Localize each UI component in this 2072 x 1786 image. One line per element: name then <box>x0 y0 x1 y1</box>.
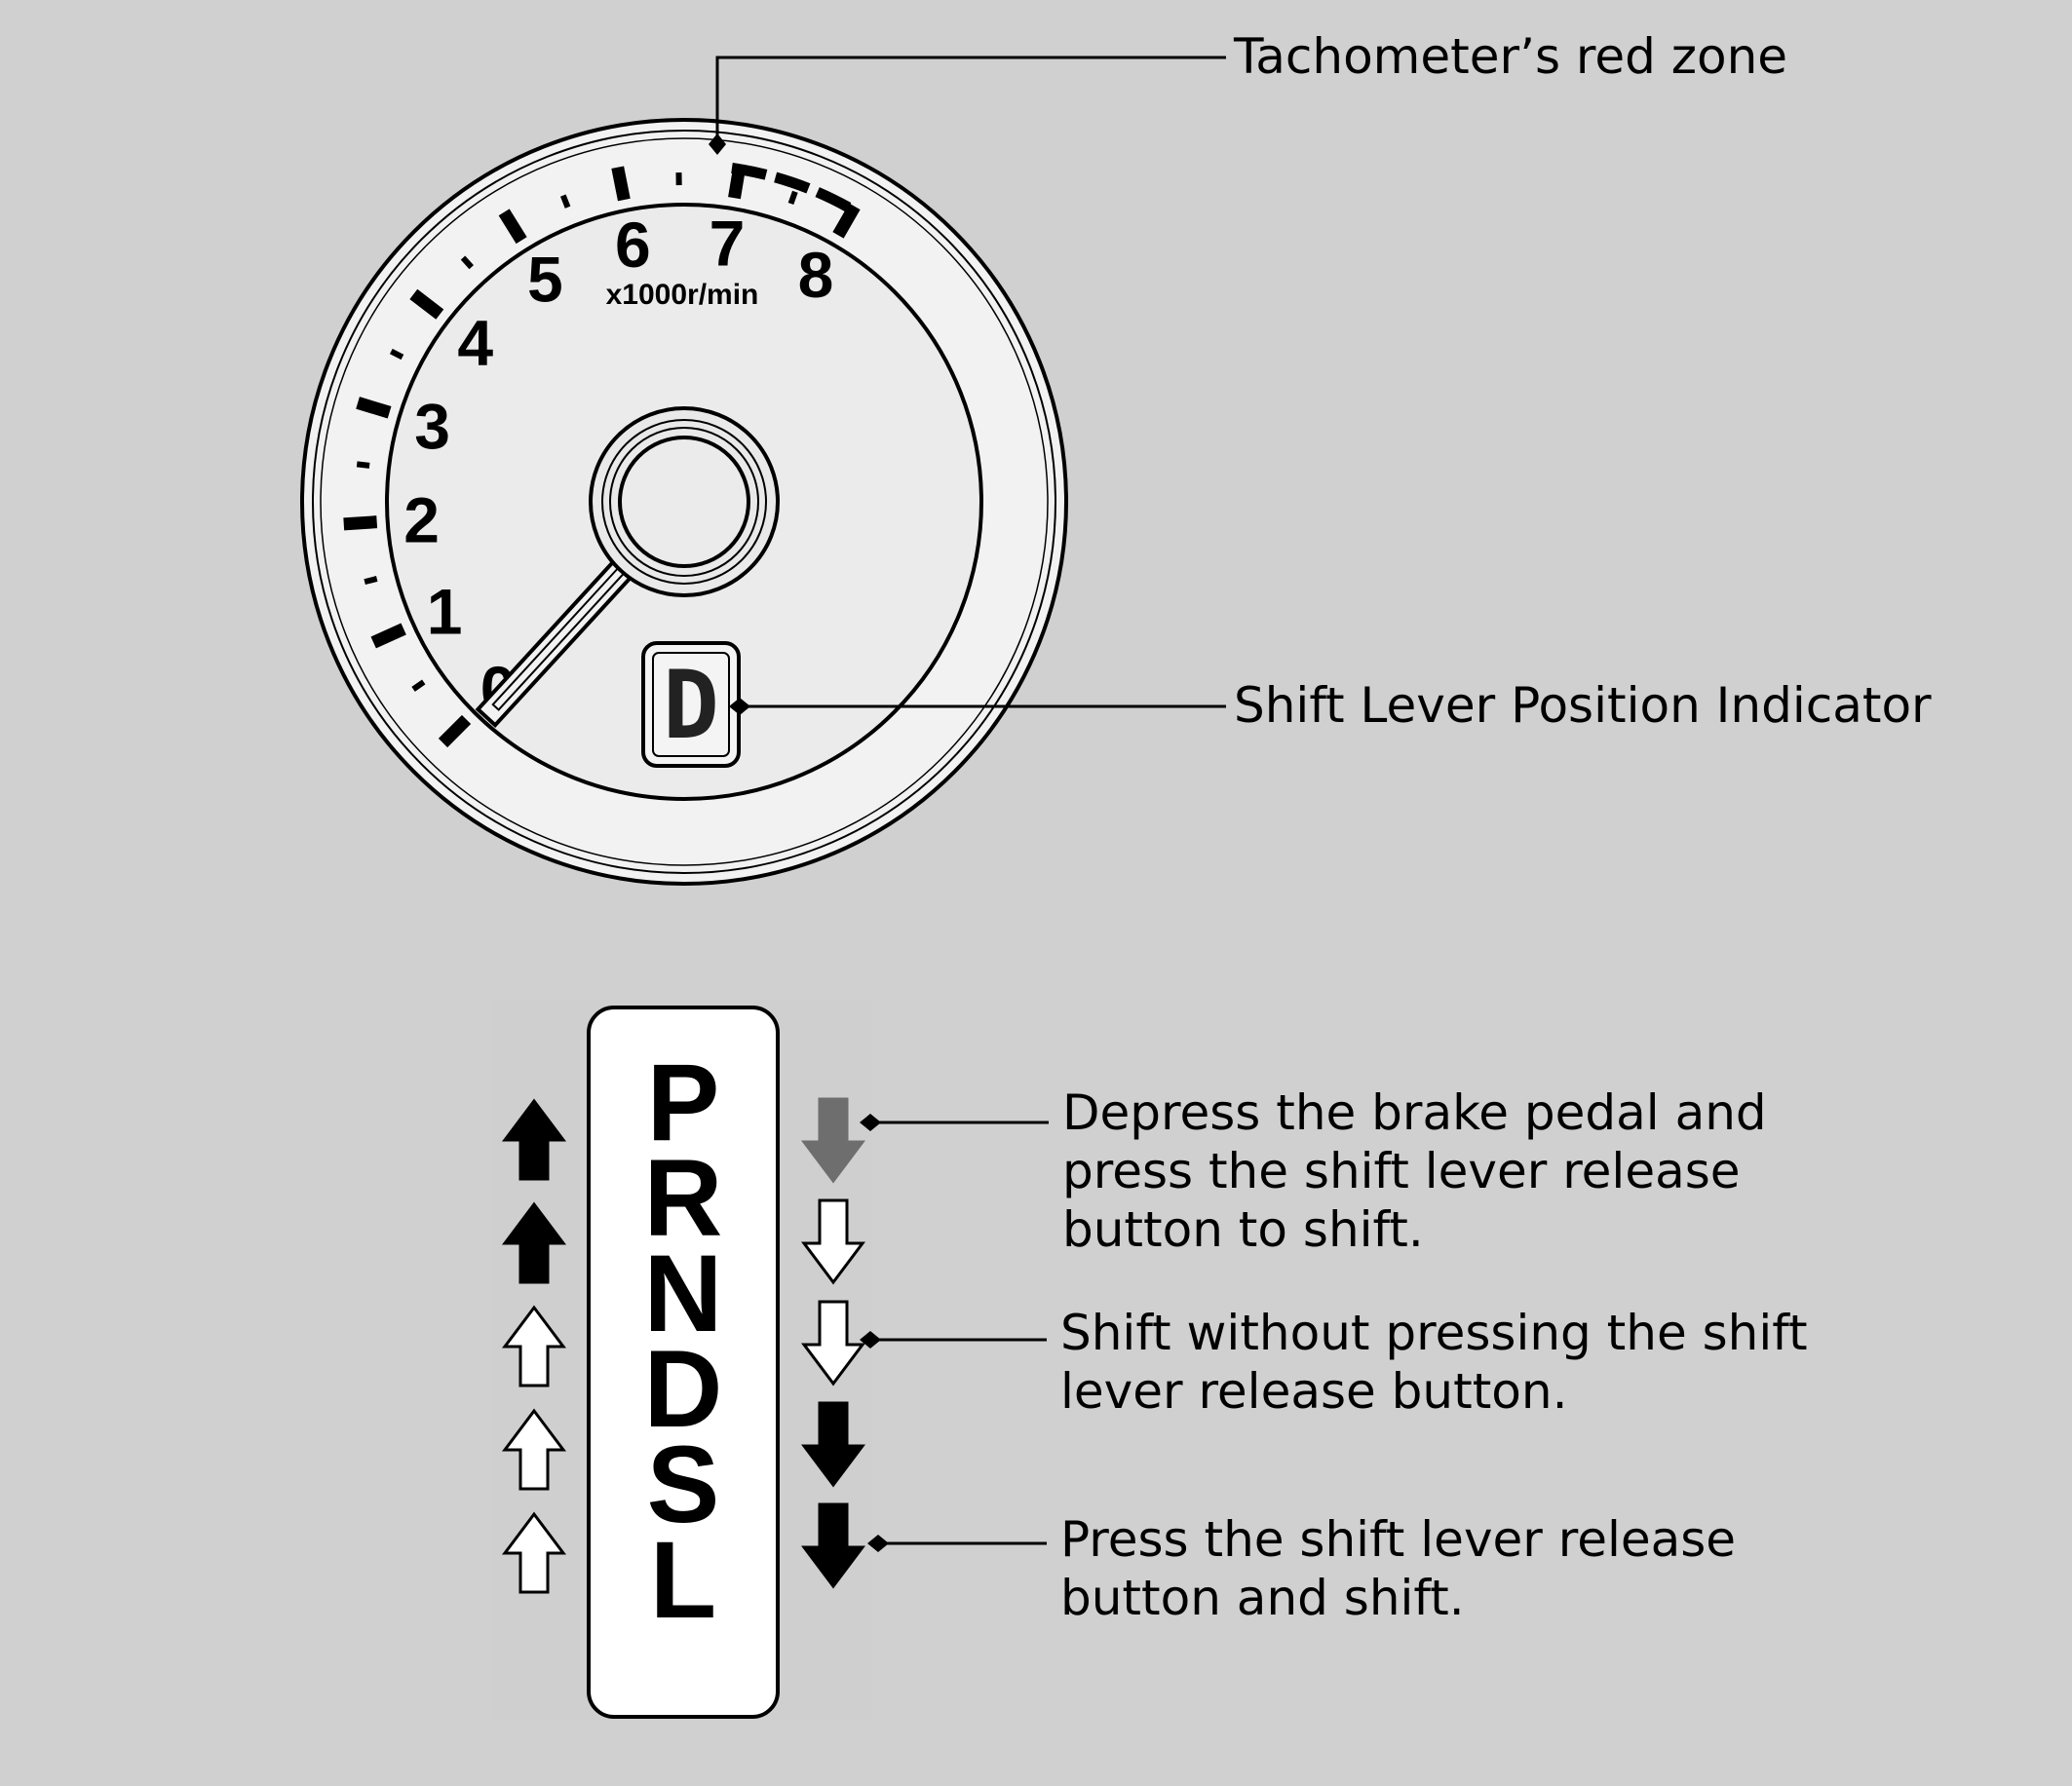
gauge-tick-marks <box>343 163 861 748</box>
scale-number-4: 4 <box>457 307 493 379</box>
gear-position-S: S <box>647 1424 720 1545</box>
needle-hub-ring-2 <box>609 427 759 577</box>
major-tick <box>611 166 631 202</box>
major-tick <box>343 515 378 531</box>
shift-indicator-letter: D <box>663 651 719 760</box>
shift-gate-plate <box>587 1006 780 1719</box>
minor-tick <box>364 576 378 586</box>
major-tick <box>409 288 444 320</box>
minor-tick <box>356 461 370 469</box>
up-arrow-black <box>502 1201 566 1284</box>
gear-position-L: L <box>650 1519 716 1641</box>
major-tick <box>832 203 861 239</box>
minor-tick <box>411 679 426 692</box>
callout-press-line2: button and shift. <box>1060 1570 1465 1626</box>
scale-number-3: 3 <box>414 391 450 463</box>
red-zone-segment <box>731 163 768 180</box>
callout-press-line1: Press the shift lever release <box>1060 1511 1736 1568</box>
scale-number-1: 1 <box>427 575 463 647</box>
callout-without-line1: Shift without pressing the shift <box>1060 1305 1808 1361</box>
up-arrow-black <box>502 1098 566 1181</box>
minor-tick <box>460 255 474 270</box>
gauge-unit-label: x1000r/min <box>606 279 759 311</box>
callout-brake-line2: press the shift lever release <box>1062 1143 1741 1199</box>
down-arrow-black <box>801 1401 865 1488</box>
gear-position-N: N <box>644 1233 723 1354</box>
callout-shift-indicator: Shift Lever Position Indicator <box>729 677 1932 734</box>
scale-number-8: 8 <box>798 239 834 311</box>
gear-position-P: P <box>647 1042 720 1163</box>
callout-brake-line1: Depress the brake pedal and <box>1062 1084 1767 1141</box>
major-tick <box>498 209 527 245</box>
scale-number-5: 5 <box>527 244 563 316</box>
minor-tick <box>559 194 571 209</box>
major-tick <box>438 714 472 748</box>
scale-number-2: 2 <box>403 484 440 556</box>
callout-without-line2: lever release button. <box>1060 1363 1567 1420</box>
scale-number-6: 6 <box>615 209 651 281</box>
scale-number-7: 7 <box>710 208 746 280</box>
up-arrow-white <box>502 1511 566 1594</box>
up-arrow-white <box>502 1408 566 1491</box>
callout-without-pressing: Shift without pressing the shift lever r… <box>860 1305 1808 1420</box>
shift-lever-position-indicator: D <box>641 641 741 768</box>
major-tick <box>370 623 406 649</box>
callout-press-release: Press the shift lever release button and… <box>867 1511 1736 1626</box>
tachometer-gauge: 012345678 x1000r/min D <box>300 118 1068 886</box>
red-zone-segment <box>815 187 852 212</box>
callout-brake-line3: button to shift. <box>1062 1201 1424 1258</box>
down-arrows-column <box>801 1097 865 1589</box>
gear-position-D: D <box>644 1328 723 1450</box>
up-arrow-white <box>502 1305 566 1387</box>
needle-hub-ring <box>601 419 767 585</box>
up-arrows-column <box>502 1098 566 1594</box>
callout-shift-indicator-label: Shift Lever Position Indicator <box>1234 677 1932 734</box>
down-arrow-white <box>801 1198 865 1285</box>
callout-brake-pedal: Depress the brake pedal and press the sh… <box>860 1084 1767 1258</box>
gauge-bezel-ring-1 <box>312 130 1056 874</box>
needle-hub-center <box>618 436 750 568</box>
minor-tick <box>787 190 798 206</box>
down-arrow-black <box>801 1502 865 1589</box>
red-zone-segment <box>774 171 811 194</box>
callout-red-zone: Tachometer’s red zone <box>709 28 1787 155</box>
gauge-bezel-ring-2 <box>320 137 1049 866</box>
down-arrow-gray <box>801 1097 865 1184</box>
callout-red-zone-label: Tachometer’s red zone <box>1233 28 1787 85</box>
major-tick <box>356 397 392 419</box>
gear-position-R: R <box>644 1137 723 1259</box>
minor-tick <box>389 348 404 361</box>
down-arrow-white <box>801 1300 865 1387</box>
